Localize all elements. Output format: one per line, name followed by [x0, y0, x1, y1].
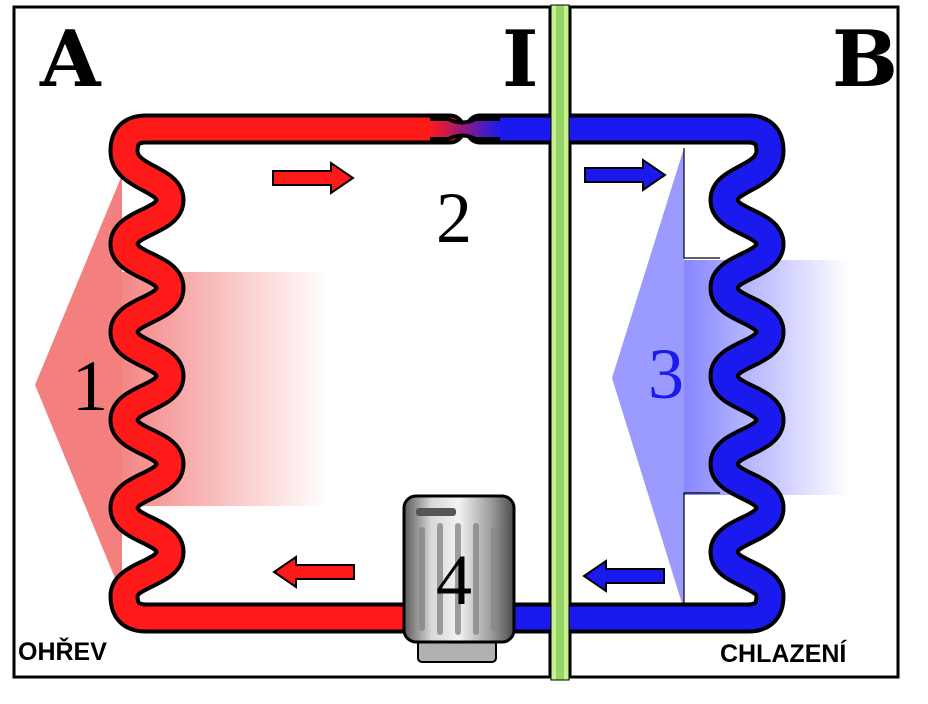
evaporator-number: 3 — [648, 334, 684, 414]
heating-label: OHŘEV — [18, 636, 107, 666]
region-a-label: A — [39, 14, 102, 105]
compressor-icon — [402, 494, 516, 663]
cooling-label: CHLAZENÍ — [720, 639, 847, 668]
wall-divider — [550, 4, 570, 681]
condenser-number: 1 — [72, 346, 108, 426]
region-b-box — [568, 5, 900, 679]
flow-arrow-bottom-right — [583, 560, 665, 592]
flow-arrow-bottom-left — [273, 556, 355, 588]
refrigerant-loop — [108, 113, 786, 634]
flow-arrow-top-left — [272, 162, 354, 194]
flow-arrow-top-right — [584, 159, 666, 191]
region-b-label: B — [832, 14, 898, 105]
compressor-number: 4 — [436, 540, 472, 620]
expansion-valve — [430, 117, 500, 141]
divider-label: I — [502, 14, 539, 105]
expansion-valve-number: 2 — [436, 178, 472, 258]
region-a-box — [12, 5, 552, 679]
